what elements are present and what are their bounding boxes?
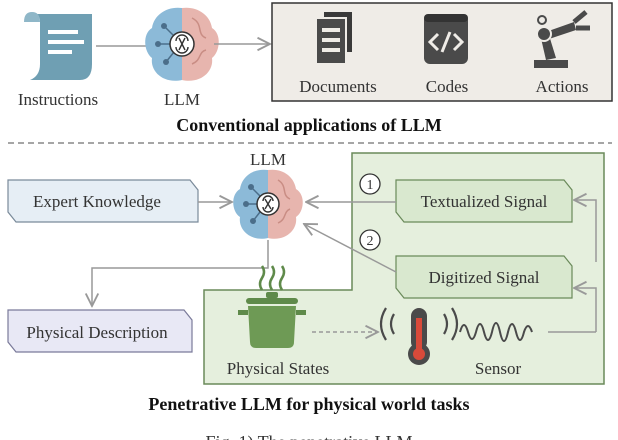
bottom-caption: Penetrative LLM for physical world tasks bbox=[148, 394, 469, 414]
textualized-signal-label: Textualized Signal bbox=[421, 192, 548, 211]
figure-caption: Fig. 1) The penetrative LLM bbox=[205, 432, 412, 440]
expert-knowledge-label: Expert Knowledge bbox=[33, 192, 161, 211]
physical-description-label: Physical Description bbox=[26, 323, 168, 342]
robot-arm-icon bbox=[534, 10, 590, 68]
digitized-signal-label: Digitized Signal bbox=[429, 268, 540, 287]
top-caption: Conventional applications of LLM bbox=[176, 115, 442, 135]
svg-text:2: 2 bbox=[367, 234, 374, 249]
expert-knowledge-box bbox=[7, 179, 199, 223]
cooking-pot-icon bbox=[238, 265, 306, 348]
textualized-signal-box bbox=[395, 179, 573, 223]
thermometer-sensor-icon bbox=[379, 307, 459, 365]
documents-icon bbox=[315, 12, 352, 65]
marker-1: 1 bbox=[359, 173, 381, 195]
svg-text:1: 1 bbox=[367, 178, 374, 193]
code-icon bbox=[424, 14, 468, 64]
llm-brain-icon-bottom bbox=[233, 169, 303, 239]
marker-2: 2 bbox=[359, 229, 381, 251]
documents-label: Documents bbox=[299, 77, 376, 96]
digitized-signal-box bbox=[395, 255, 573, 299]
llm-label-bottom: LLM bbox=[250, 150, 286, 169]
scroll-icon bbox=[24, 12, 92, 80]
instructions-label: Instructions bbox=[18, 90, 98, 109]
signal-wave-icon bbox=[459, 322, 533, 342]
physical-description-box bbox=[7, 309, 193, 353]
codes-label: Codes bbox=[426, 77, 469, 96]
actions-label: Actions bbox=[536, 77, 589, 96]
llm-label-top: LLM bbox=[164, 90, 200, 109]
llm-brain-icon bbox=[145, 7, 219, 81]
physical-states-label: Physical States bbox=[227, 359, 329, 378]
sensor-label: Sensor bbox=[475, 359, 522, 378]
